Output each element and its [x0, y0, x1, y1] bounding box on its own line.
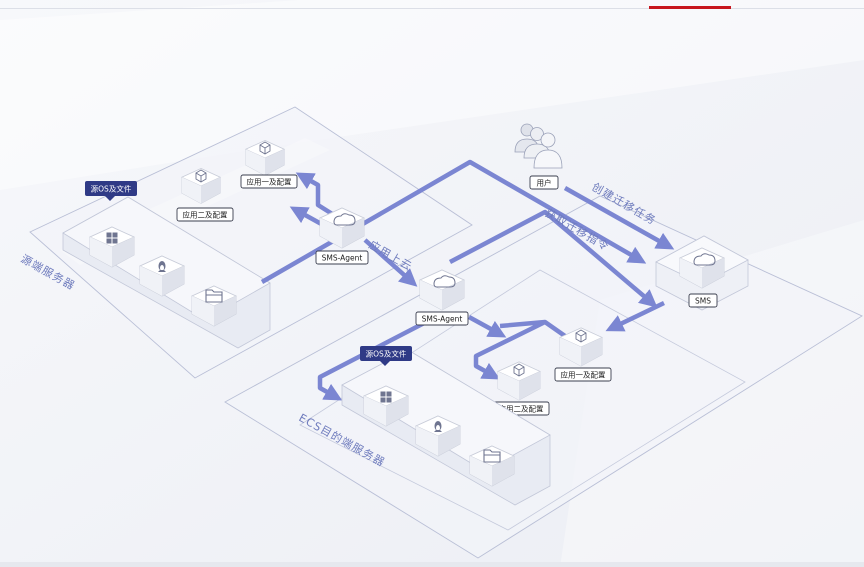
windows-icon [380, 391, 392, 403]
linux-penguin-icon [434, 421, 442, 432]
linux-penguin-icon [158, 261, 166, 272]
dst-agent-tile [419, 269, 465, 311]
src-app2-box [176, 207, 234, 222]
user-label: 用户 [537, 178, 552, 188]
sms-box [688, 293, 718, 308]
src-agent-box [315, 250, 369, 265]
dst-agent-label: SMS-Agent [422, 315, 463, 324]
dst-app1-tile [559, 327, 603, 367]
user-box [529, 175, 559, 190]
dst-app1-label: 应用一及配置 [561, 370, 606, 380]
dst-windows-tile [363, 385, 409, 427]
cloud-icon [693, 253, 716, 266]
folder-icon [205, 289, 223, 303]
dst-agent-box [415, 311, 469, 326]
src-app2-tile [181, 168, 221, 204]
src-agent-label: SMS-Agent [322, 254, 363, 263]
sms-label: SMS [695, 297, 711, 306]
dst-folder-tile [469, 445, 515, 487]
src-os-files-tag [85, 181, 137, 196]
src-linux-tile [139, 255, 185, 297]
src-folder-tile [191, 285, 237, 327]
src-agent-tile [319, 207, 365, 249]
folder-icon [483, 449, 501, 463]
cloud-icon [433, 275, 456, 288]
dst-app1-box [554, 367, 612, 382]
src-windows-tile [89, 226, 135, 268]
dst-os-files-label: 源OS及文件 [366, 349, 407, 359]
src-os-files-label: 源OS及文件 [91, 184, 132, 194]
dst-os-files-tag [360, 346, 412, 361]
cube-icon [513, 363, 525, 377]
windows-icon [106, 232, 118, 244]
sms-service [655, 235, 749, 311]
dst-app2-label: 应用二及配置 [499, 404, 544, 414]
src-app2-label: 应用二及配置 [183, 210, 228, 220]
cube-icon [195, 169, 207, 183]
dst-app2-tile [497, 361, 541, 401]
accent-bar [649, 6, 731, 9]
dst-linux-tile [415, 415, 461, 457]
src-app1-label: 应用一及配置 [247, 177, 292, 187]
user-group-icon [514, 123, 563, 169]
cloud-icon [333, 213, 356, 226]
cube-icon [259, 141, 271, 155]
cube-icon [575, 329, 587, 343]
src-app1-tile [245, 140, 285, 176]
